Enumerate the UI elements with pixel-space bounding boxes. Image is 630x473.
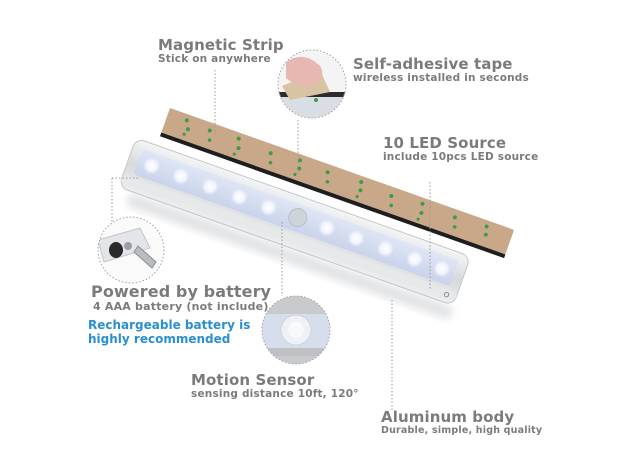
- magnetic-strip-title: Magnetic Strip: [158, 36, 284, 54]
- aluminum-body-subtitle: Durable, simple, high quality: [381, 425, 543, 436]
- battery-compartment-icon: [97, 216, 165, 284]
- battery-label: Powered by battery 4 AAA battery (not in…: [91, 282, 272, 313]
- recommendation-line-1: Rechargeable battery is: [88, 318, 251, 332]
- battery-title: Powered by battery: [91, 282, 272, 301]
- motion-sensor-label: Motion Sensor sensing distance 10ft, 120…: [191, 373, 359, 400]
- magnetic-strip-label: Magnetic Strip Stick on anywhere: [158, 38, 284, 65]
- aluminum-body-label: Aluminum body Durable, simple, high qual…: [381, 410, 542, 436]
- adhesive-tape-title: Self-adhesive tape: [353, 55, 513, 73]
- led-source-label: 10 LED Source include 10pcs LED source: [383, 136, 538, 163]
- pir-sensor-dome: [288, 208, 308, 228]
- aluminum-body-title: Aluminum body: [381, 408, 515, 426]
- adhesive-tape-strip: [159, 107, 515, 259]
- led-source-subtitle: include 10pcs LED source: [383, 151, 539, 163]
- led-light-bar: [120, 139, 469, 304]
- led-source-title: 10 LED Source: [383, 134, 507, 152]
- hand-peeling-tape-icon: [277, 49, 347, 119]
- recommendation-line-2: highly recommended: [88, 332, 231, 346]
- adhesive-tape-subtitle: wireless installed in seconds: [353, 72, 529, 84]
- magnetic-strip-subtitle: Stick on anywhere: [158, 53, 271, 65]
- motion-sensor-subtitle: sensing distance 10ft, 120°: [191, 388, 359, 400]
- motion-sensor-title: Motion Sensor: [191, 371, 315, 389]
- battery-subtitle: 4 AAA battery (not include): [93, 300, 269, 313]
- pir-sensor-icon: [261, 295, 331, 365]
- adhesive-tape-label: Self-adhesive tape wireless installed in…: [353, 57, 529, 84]
- recommendation-note: Rechargeable battery is highly recommend…: [88, 318, 250, 346]
